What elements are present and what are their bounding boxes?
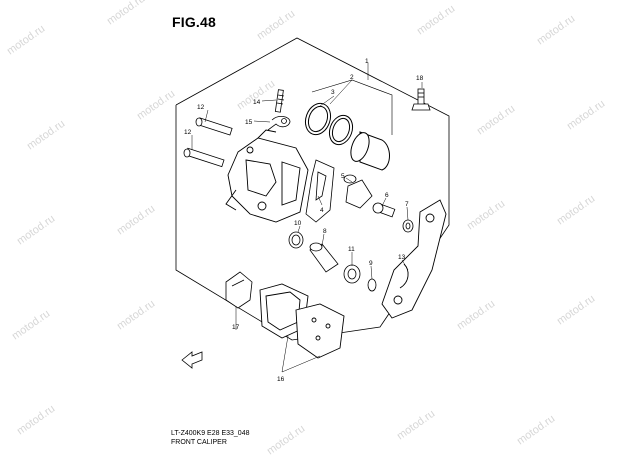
- watermark-text: motod.ru: [115, 203, 157, 238]
- leader-lines: [191, 63, 423, 373]
- watermark-text: motod.ru: [5, 23, 47, 58]
- watermark-text: motod.ru: [25, 118, 67, 153]
- pad-retainer: [225, 271, 253, 309]
- dust-boot-11: [343, 264, 361, 284]
- piston-subframe: [311, 79, 393, 135]
- watermark-text: motod.ru: [465, 198, 507, 233]
- front-arrow-icon: [181, 351, 203, 369]
- watermark-text: motod.ru: [455, 298, 497, 333]
- callout-2: 2: [350, 74, 354, 81]
- washer: [402, 219, 414, 233]
- watermark-text: motod.ru: [235, 78, 277, 113]
- callout-15: 15: [245, 119, 253, 126]
- callout-1: 1: [365, 58, 369, 65]
- watermark-text: motod.ru: [15, 213, 57, 248]
- callout-12-lower: 12: [184, 129, 192, 136]
- slide-pin-lower: [183, 147, 225, 168]
- watermark-text: motod.ru: [415, 3, 457, 38]
- callout-8: 8: [323, 228, 327, 235]
- slide-pin-upper: [195, 117, 233, 136]
- callout-6: 6: [385, 192, 389, 199]
- sleeve-pin: [343, 174, 373, 209]
- callout-10: 10: [294, 220, 302, 227]
- bracket-bolt: [411, 88, 431, 111]
- dust-boot-10: [288, 231, 304, 249]
- watermark-text: motod.ru: [15, 403, 57, 438]
- mounting-bolt: [372, 202, 396, 218]
- guide-pin-8: [309, 242, 339, 273]
- figure-title: FIG.48: [172, 14, 216, 30]
- callout-13: 13: [398, 254, 406, 261]
- pad-spring: [305, 159, 335, 223]
- bleeder-screw: [274, 89, 285, 113]
- watermark-text: motod.ru: [105, 0, 147, 27]
- watermark-text: motod.ru: [10, 308, 52, 343]
- callout-18: 18: [416, 75, 424, 82]
- callout-11: 11: [348, 246, 355, 253]
- callout-3: 3: [331, 89, 335, 96]
- callout-4: 4: [320, 207, 324, 214]
- watermark-text: motod.ru: [515, 413, 557, 448]
- callout-17: 17: [232, 324, 240, 331]
- piston-seal-rings: [304, 102, 354, 146]
- callout-numbers: 1 2 3 4 5 6 7 8 9 10 11 12 12 13 14 15 1…: [184, 58, 424, 383]
- caliper-piston: [350, 131, 390, 171]
- callout-7: 7: [405, 201, 409, 208]
- watermark-text: motod.ru: [265, 423, 307, 458]
- watermark-text: motod.ru: [135, 88, 177, 123]
- bleeder-cap: [267, 116, 291, 131]
- watermark-text: motod.ru: [555, 193, 597, 228]
- callout-5: 5: [341, 173, 345, 180]
- watermark-text: motod.ru: [115, 298, 157, 333]
- callout-14: 14: [253, 99, 261, 106]
- callout-12-upper: 12: [197, 104, 205, 111]
- watermark-text: motod.ru: [565, 98, 607, 133]
- caliper-body: [225, 129, 309, 223]
- watermark-text: motod.ru: [255, 8, 297, 43]
- brake-pad-outer: [295, 303, 345, 359]
- watermark-text: motod.ru: [535, 13, 577, 48]
- watermark-text: motod.ru: [395, 408, 437, 443]
- watermark-text: motod.ru: [555, 293, 597, 328]
- watermark-layer: motod.ru motod.ru motod.ru motod.ru moto…: [5, 0, 607, 457]
- seal-ring-9: [367, 278, 377, 292]
- figure-name: FRONT CALIPER: [171, 439, 227, 446]
- watermark-text: motod.ru: [475, 103, 517, 138]
- callout-9: 9: [369, 260, 373, 267]
- caliper-bracket: [381, 199, 447, 319]
- figure-code: LT-Z400K9 E28 E33_048: [171, 430, 250, 437]
- callout-16: 16: [277, 376, 285, 383]
